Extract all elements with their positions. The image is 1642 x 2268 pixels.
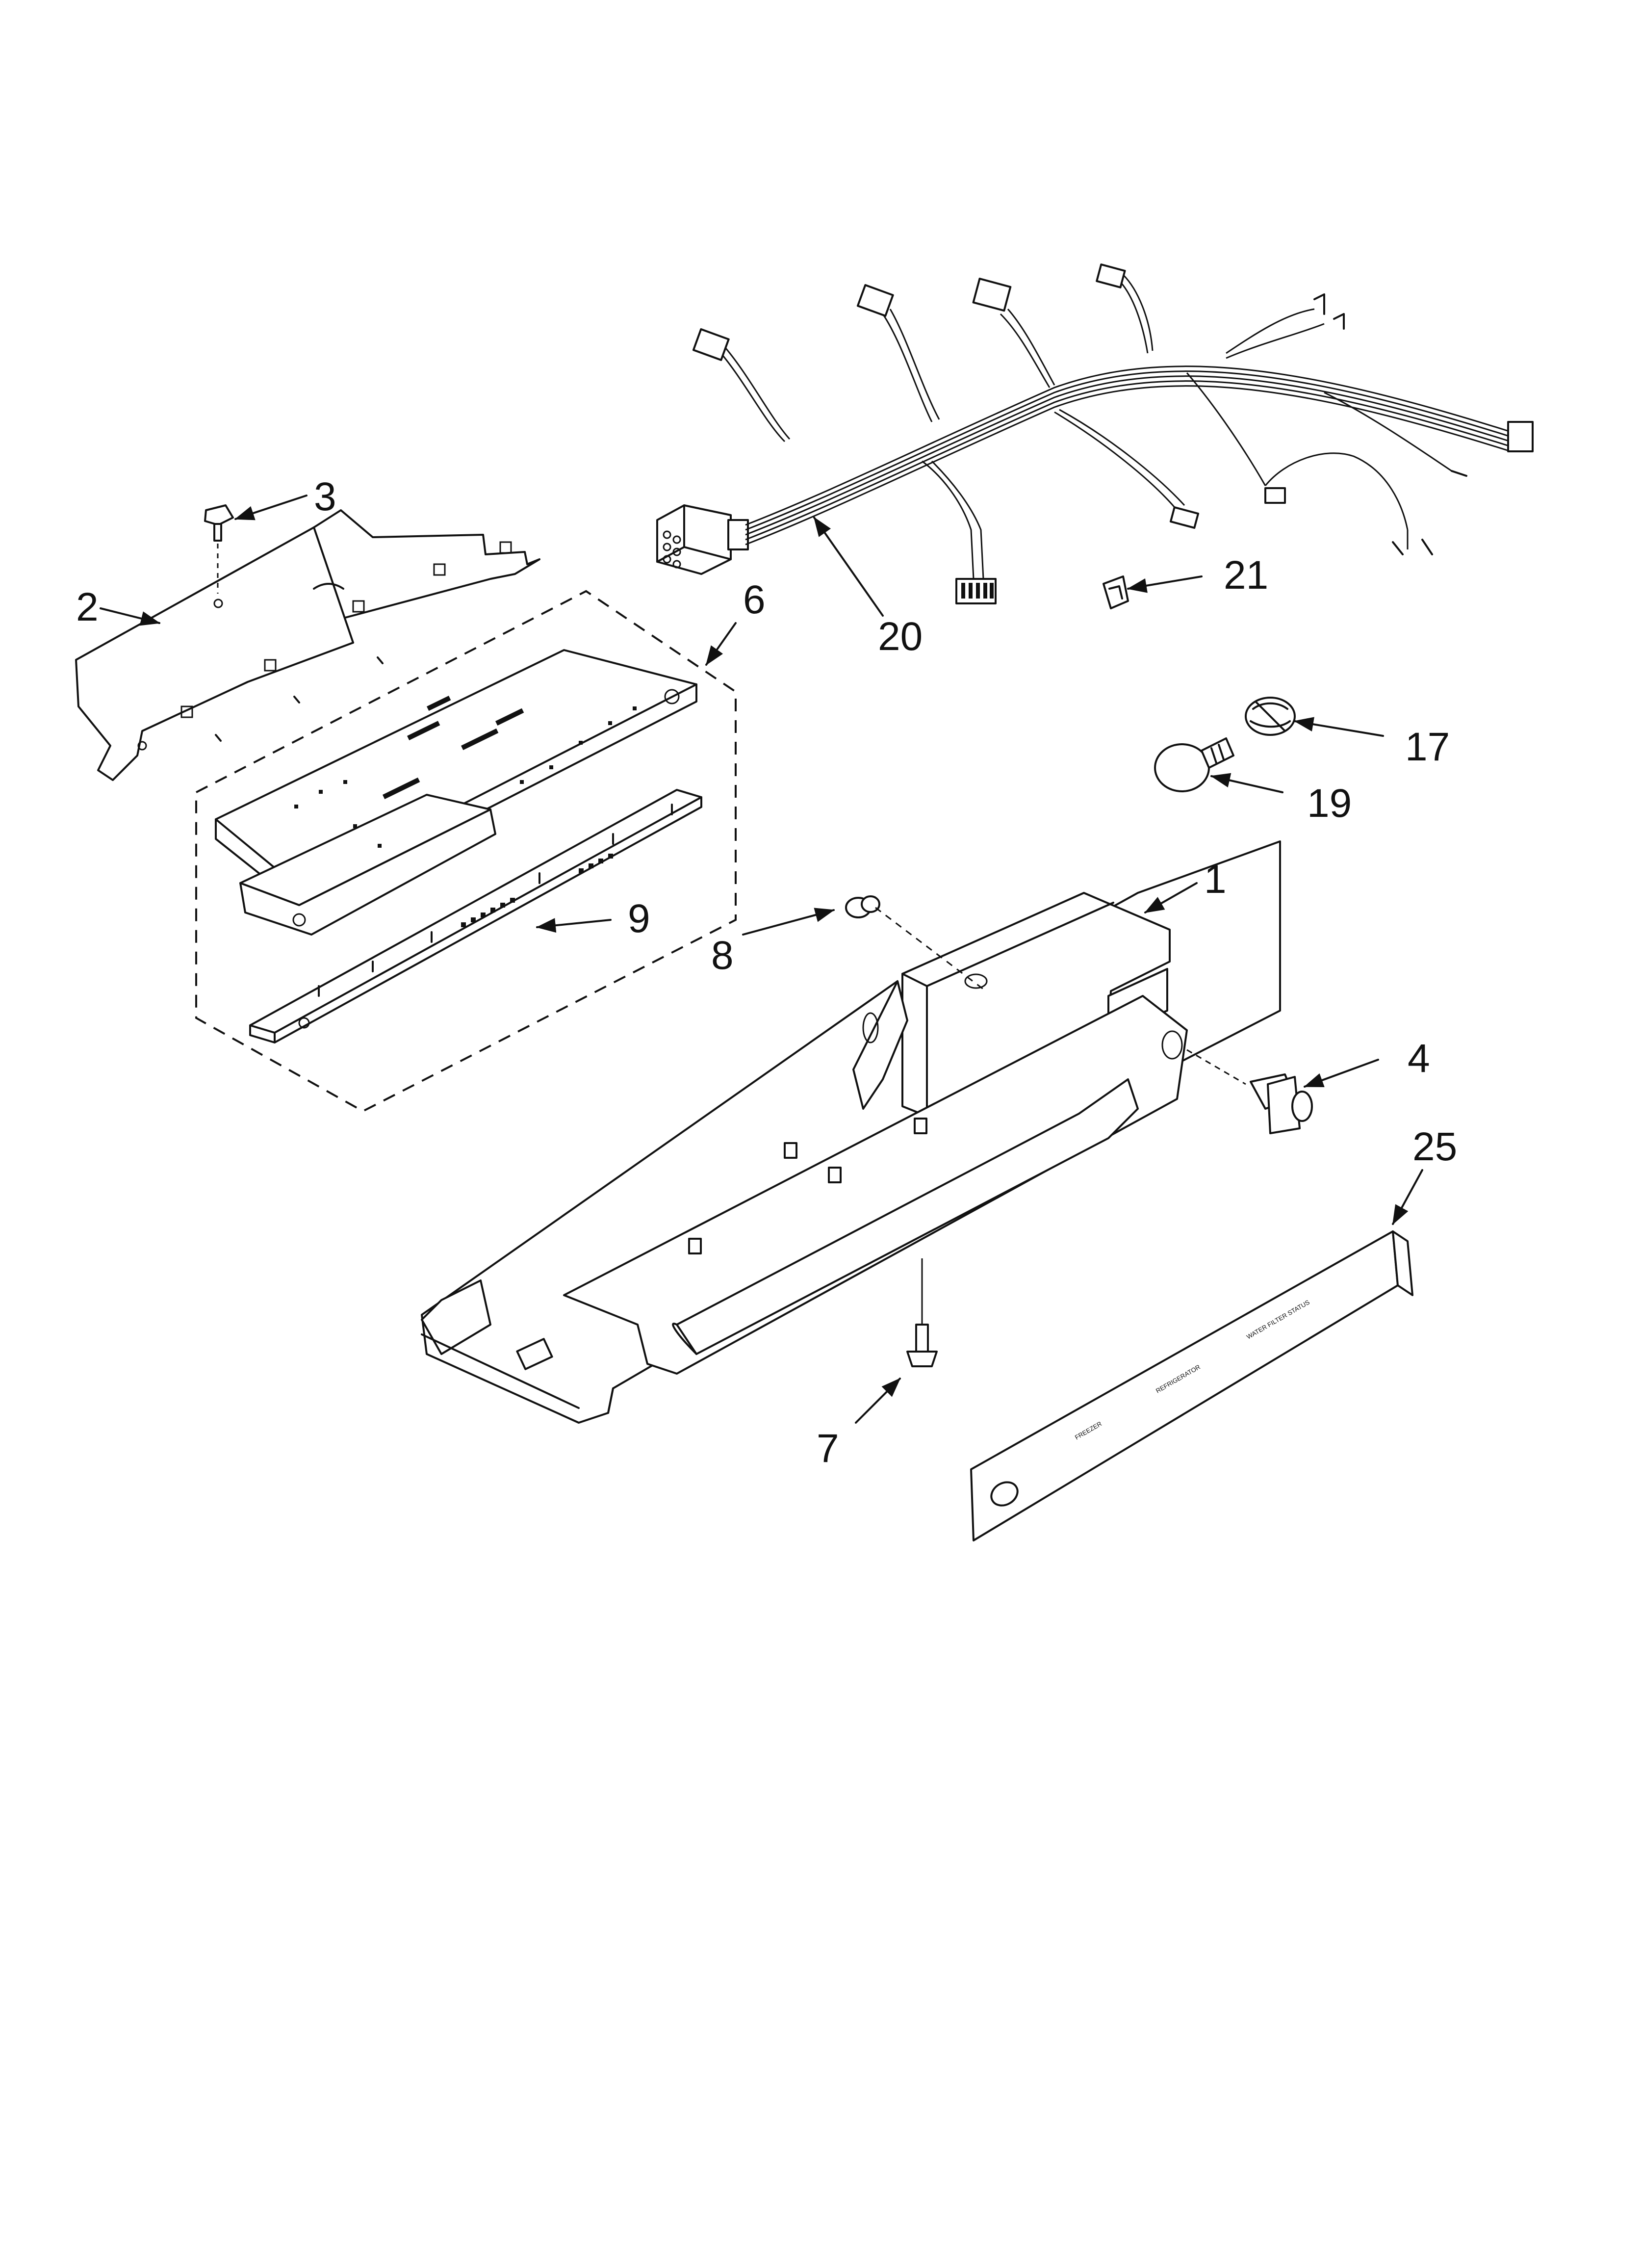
- leader-arrows: [100, 495, 1423, 1424]
- board-kit-outline: [195, 590, 737, 1113]
- switch-4: [1186, 1049, 1313, 1134]
- lamp-socket-17: [1245, 697, 1296, 736]
- lamp-holder-8: [845, 895, 986, 992]
- callout-1: 1: [1204, 857, 1227, 902]
- dispenser-board: [249, 789, 702, 1043]
- callout-7: 7: [817, 1426, 839, 1471]
- callout-2: 2: [76, 585, 99, 629]
- bulb-19: [1154, 737, 1234, 792]
- callout-6: 6: [743, 577, 766, 622]
- control-board: [215, 649, 697, 936]
- screw-7: [906, 1258, 938, 1367]
- callout-20: 20: [878, 614, 923, 659]
- callout-8: 8: [711, 933, 734, 978]
- callout-4: 4: [1408, 1036, 1430, 1081]
- callout-3: 3: [314, 474, 336, 519]
- callout-9: 9: [628, 896, 650, 941]
- shield-plate: [75, 509, 540, 781]
- callout-17: 17: [1405, 725, 1450, 769]
- control-housing: [421, 840, 1281, 1424]
- wire-harness: [656, 263, 1534, 604]
- callout-19: 19: [1307, 781, 1352, 826]
- callout-21: 21: [1224, 553, 1268, 598]
- clip-21: [1103, 575, 1129, 609]
- screw-3: [204, 504, 234, 594]
- panel-overlay-25: FREEZER REFRIGERATOR WATER FILTER STATUS: [970, 1230, 1413, 1541]
- callout-25: 25: [1412, 1124, 1457, 1169]
- callout-labels: 1 2 3 4 6 7 8 9 17 19 20 21 25: [76, 474, 1457, 1471]
